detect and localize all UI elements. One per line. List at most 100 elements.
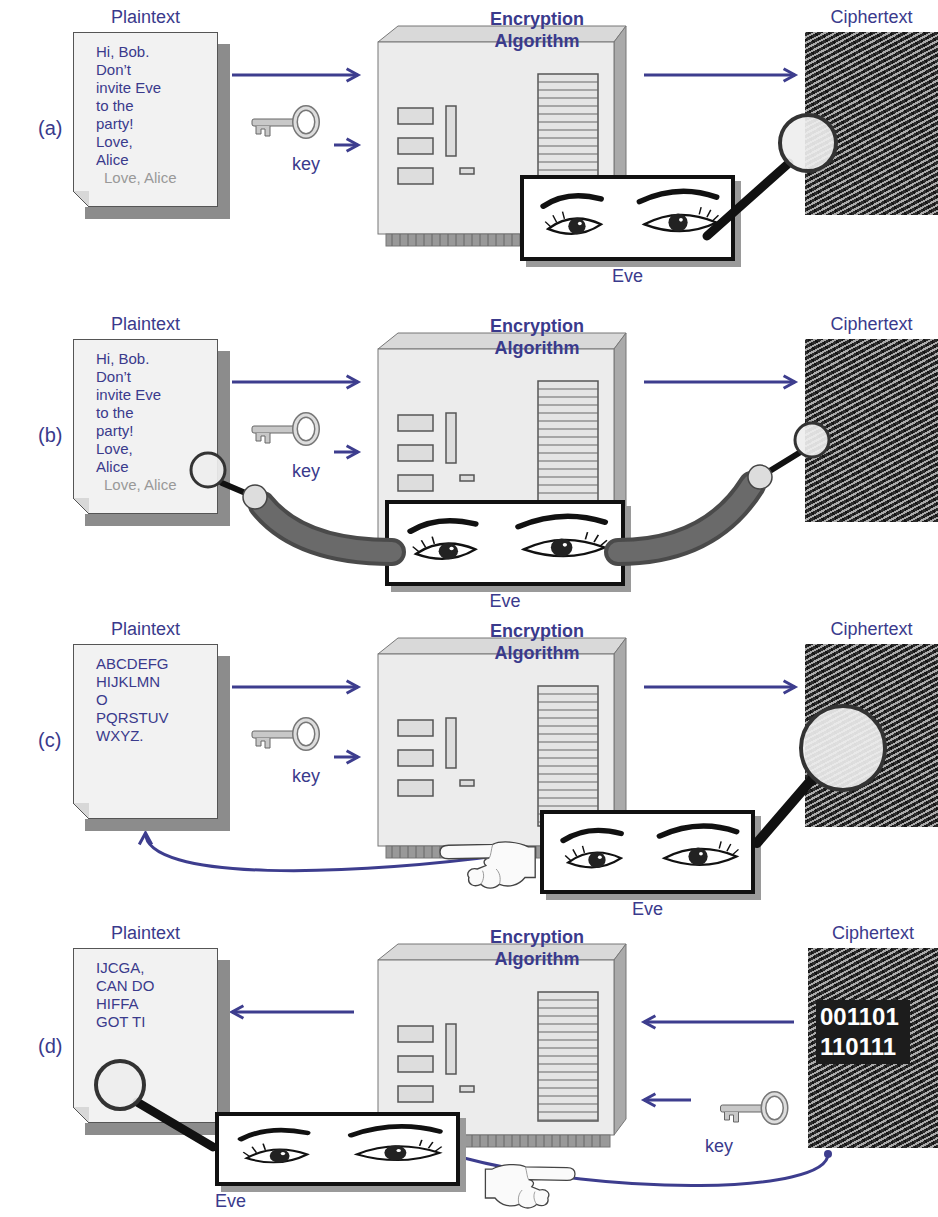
ciphertext-heading: Ciphertext <box>805 6 938 32</box>
page-fold <box>73 191 89 207</box>
eve-label: Eve <box>215 1190 460 1212</box>
arrow-connector <box>334 446 358 458</box>
ciphertext-heading: Ciphertext <box>805 313 938 339</box>
arrow-connector <box>232 1006 354 1018</box>
connector-line <box>460 1154 828 1186</box>
document-heading: Plaintext <box>73 922 218 948</box>
document-text: IJCGA, CAN DO HIFFA GOT TI <box>96 949 172 1031</box>
binary-texture: 001101 110111 <box>808 948 938 1148</box>
ciphertext-heading: Ciphertext <box>805 618 938 644</box>
document-page: Hi, Bob. Don’t invite Eve to the party! … <box>73 32 218 207</box>
arrowhead <box>347 681 358 693</box>
pointing-hand <box>440 842 535 888</box>
pointing-hand <box>485 1165 575 1208</box>
arrowhead <box>139 833 151 844</box>
arrowhead <box>644 1094 655 1106</box>
connector-line <box>644 686 795 689</box>
eve-frame <box>215 1112 460 1186</box>
arrowhead <box>347 376 358 388</box>
eve-frame <box>520 175 735 261</box>
arrow-connector <box>460 1150 832 1186</box>
document-text: ABCDEFG HIJKLMN O PQRSTUV WXYZ. <box>96 645 172 745</box>
binary-texture <box>805 644 938 827</box>
arrowhead <box>347 139 358 151</box>
page-fold <box>73 498 89 514</box>
arrowhead <box>347 446 358 458</box>
binary-texture <box>805 339 938 522</box>
binary-texture <box>805 32 938 215</box>
page-fold <box>73 803 89 819</box>
ciphertext-panel: Ciphertext <box>805 618 938 827</box>
eve-arms <box>191 423 829 552</box>
document-heading: Plaintext <box>73 618 218 644</box>
arrow-connector <box>644 681 795 693</box>
arrow-connector <box>644 1016 794 1028</box>
panel-label: (b) <box>38 423 62 447</box>
eve-frame <box>385 500 625 586</box>
connector-line <box>644 74 795 77</box>
plaintext-document: PlaintextHi, Bob. Don’t invite Eve to th… <box>73 6 218 207</box>
arrow-connector <box>644 376 795 388</box>
arrowhead <box>784 681 795 693</box>
arrow-connector <box>644 69 795 81</box>
eve-box: Eve <box>540 810 755 920</box>
eve-label: Eve <box>385 590 625 612</box>
pointer-dot <box>824 1150 832 1158</box>
connector-line <box>644 381 795 384</box>
magnifier <box>96 1061 213 1147</box>
key: key <box>248 712 320 787</box>
ciphertext-panel: Ciphertext <box>805 313 938 522</box>
eve-frame <box>540 810 755 894</box>
panel-label: (c) <box>38 728 61 752</box>
algorithm-title: Encryption Algorithm <box>467 926 607 970</box>
eve-box: Eve <box>385 500 625 612</box>
faded-text: Love, Alice <box>104 476 217 494</box>
key-label: key <box>248 460 320 482</box>
eyes <box>544 814 751 890</box>
arrowhead <box>784 376 795 388</box>
key-label: key <box>248 153 320 175</box>
eve-box: Eve <box>520 175 735 287</box>
arrow-connector <box>232 69 358 81</box>
connector-line <box>232 74 358 77</box>
binary-digits: 001101 110111 <box>816 1000 910 1064</box>
arrow-connector <box>334 139 358 151</box>
key-icon <box>248 407 320 452</box>
eyes <box>219 1116 456 1182</box>
arrowhead <box>644 1016 655 1028</box>
arrowhead <box>784 69 795 81</box>
key-label: key <box>705 1135 800 1157</box>
algorithm-title: Encryption Algorithm <box>467 620 607 664</box>
connector-line <box>644 1021 794 1024</box>
document-page: ABCDEFG HIJKLMN O PQRSTUV WXYZ. <box>73 644 218 819</box>
connector-line <box>232 1011 354 1014</box>
faded-text: Love, Alice <box>104 169 217 187</box>
plaintext-document: PlaintextABCDEFG HIJKLMN O PQRSTUV WXYZ. <box>73 618 218 819</box>
arrowhead <box>347 69 358 81</box>
document-text: Hi, Bob. Don’t invite Eve to the party! … <box>96 33 166 169</box>
plaintext-document: PlaintextIJCGA, CAN DO HIFFA GOT TI <box>73 922 218 1123</box>
panel-label: (d) <box>38 1034 62 1058</box>
document-text: Hi, Bob. Don’t invite Eve to the party! … <box>96 340 166 476</box>
arrow-connector <box>232 681 358 693</box>
page-fold <box>73 1107 89 1123</box>
magnifier <box>757 706 885 843</box>
panel-label: (a) <box>38 116 62 140</box>
key: key <box>248 407 320 482</box>
arrow-connector <box>334 751 358 763</box>
algorithm-title: Encryption Algorithm <box>467 315 607 359</box>
document-page: Hi, Bob. Don’t invite Eve to the party! … <box>73 339 218 514</box>
key: key <box>705 1086 800 1157</box>
ciphertext-panel: Ciphertext001101 110111 <box>808 922 938 1148</box>
arrowhead <box>347 751 358 763</box>
document-heading: Plaintext <box>73 6 218 32</box>
algorithm-title: Encryption Algorithm <box>467 8 607 52</box>
eyes <box>389 504 621 582</box>
key-icon <box>248 712 320 757</box>
document-heading: Plaintext <box>73 313 218 339</box>
ciphertext-panel: Ciphertext <box>805 6 938 215</box>
eyes <box>524 179 731 257</box>
plaintext-document: PlaintextHi, Bob. Don’t invite Eve to th… <box>73 313 218 514</box>
arrow-connector <box>644 1094 691 1106</box>
